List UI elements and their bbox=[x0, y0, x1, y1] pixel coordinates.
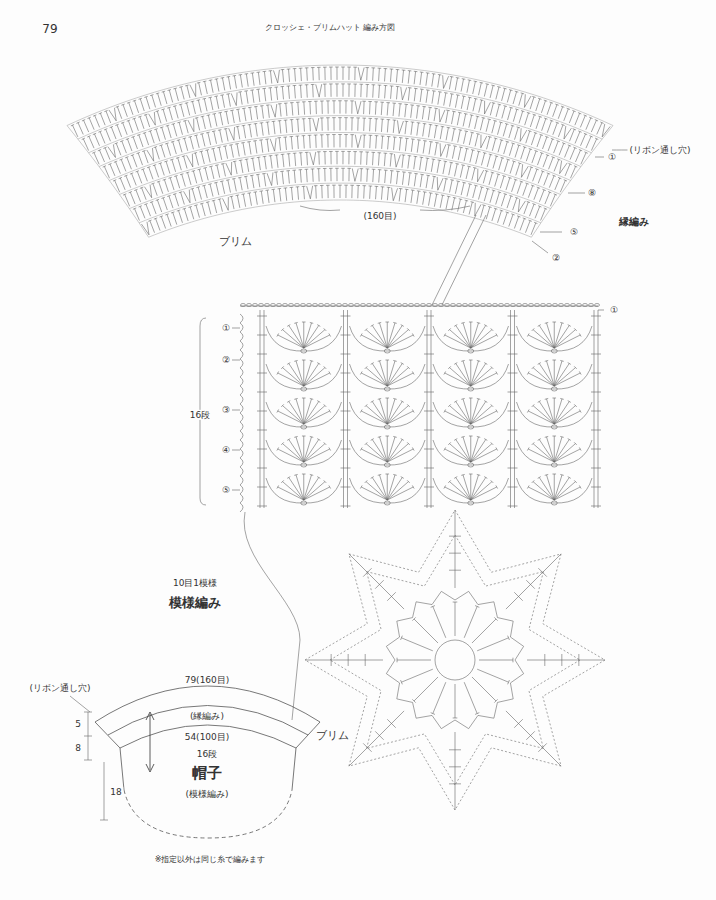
row-count: 16段 bbox=[195, 749, 219, 759]
link-lines bbox=[432, 215, 486, 305]
schematic-arrow bbox=[146, 712, 154, 772]
link-curve bbox=[244, 512, 300, 720]
part-label: (縁編み) bbox=[188, 711, 226, 721]
row-number: ① bbox=[608, 305, 620, 315]
row-number: ⑧ bbox=[586, 188, 598, 198]
row-number: ② bbox=[550, 253, 562, 263]
repeat-note: 10目1模様 bbox=[171, 578, 219, 588]
schematic-body bbox=[120, 748, 296, 790]
part-label: ブリム bbox=[314, 730, 351, 743]
running-header: クロッシェ・ブリムハット 編み方図 bbox=[263, 23, 398, 32]
row-number: ③ bbox=[220, 405, 232, 415]
dimension: 18 bbox=[108, 787, 123, 797]
shell-stitches bbox=[266, 322, 592, 505]
stitch-count: (160目) bbox=[361, 211, 398, 221]
part-label: 帽子 bbox=[190, 765, 224, 782]
row-number: ① bbox=[220, 323, 232, 333]
row-number: ② bbox=[220, 355, 232, 365]
row-leaders bbox=[532, 150, 635, 253]
crown-chains bbox=[305, 510, 605, 810]
callout-leader bbox=[70, 696, 90, 712]
part-label: ブリム bbox=[217, 236, 254, 249]
brim-stitches bbox=[71, 67, 610, 235]
brim-row-lines bbox=[67, 65, 613, 237]
crown-stitches bbox=[305, 510, 605, 810]
row-count: 16段 bbox=[188, 410, 212, 420]
part-label: 縁編み bbox=[617, 216, 651, 228]
dimension: 54(100目) bbox=[183, 732, 232, 742]
page-number: 79 bbox=[40, 23, 59, 37]
part-label: (模様編み) bbox=[183, 789, 230, 799]
pattern-frame bbox=[240, 304, 601, 513]
row-number: ⑤ bbox=[568, 227, 580, 237]
row-number: ① bbox=[606, 152, 618, 162]
row-number: ⑤ bbox=[220, 485, 232, 495]
count-bracket bbox=[300, 206, 470, 211]
part-label: 模様編み bbox=[167, 596, 223, 611]
note: ※指定以外は同じ糸で編みます bbox=[153, 855, 268, 864]
dimension: 79(160目) bbox=[183, 675, 232, 685]
dimension: 5 bbox=[73, 719, 83, 729]
part-label: (リボン通し穴) bbox=[27, 683, 92, 693]
part-label: (リボン通し穴) bbox=[627, 145, 692, 155]
row-ticks bbox=[232, 310, 604, 490]
schematic-brim bbox=[95, 686, 320, 748]
dimension-lines bbox=[84, 712, 108, 820]
row-number: ④ bbox=[220, 445, 232, 455]
dimension: 8 bbox=[73, 743, 83, 753]
